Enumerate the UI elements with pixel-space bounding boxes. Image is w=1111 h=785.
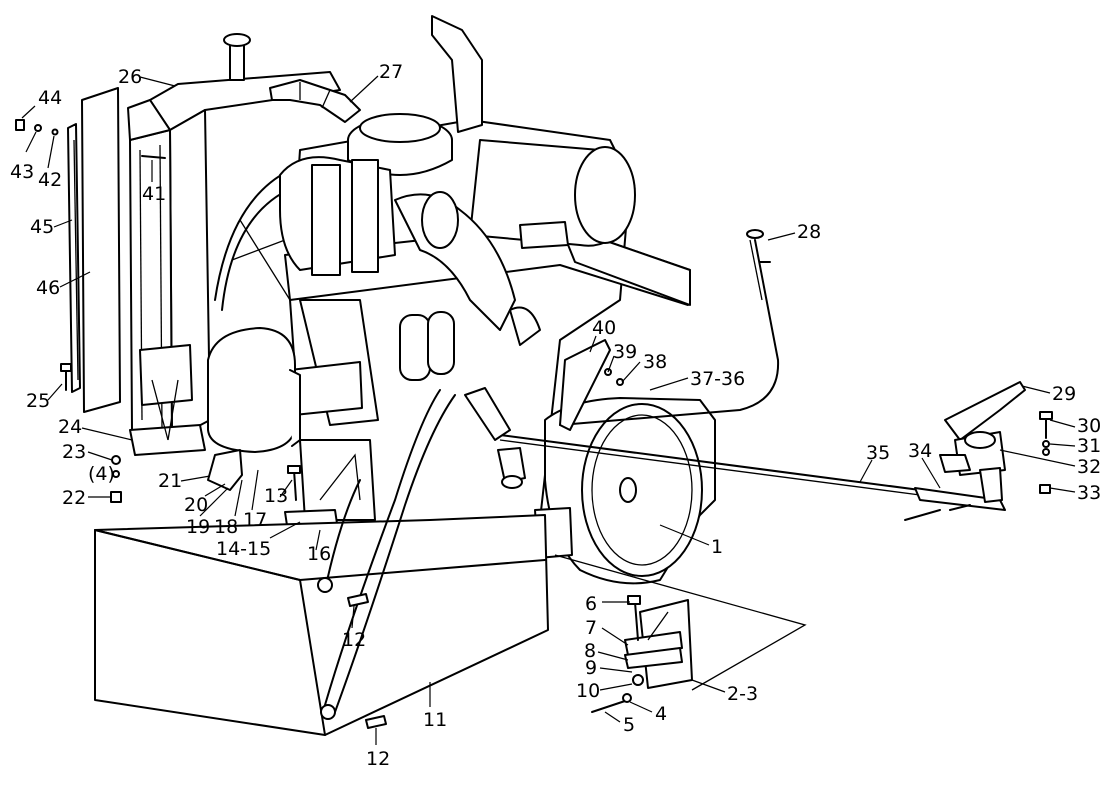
label-13: 13 xyxy=(264,485,288,507)
label-1: 1 xyxy=(711,536,723,558)
label-23: 23 xyxy=(62,441,86,463)
label-16: 16 xyxy=(307,543,331,565)
label-26: 26 xyxy=(118,66,142,88)
label-10: 10 xyxy=(576,680,600,702)
label-5: 5 xyxy=(623,714,635,736)
fuel-tank xyxy=(94,514,549,736)
label-44: 44 xyxy=(38,87,62,109)
label-30: 30 xyxy=(1077,415,1101,437)
label-28: 28 xyxy=(797,221,821,243)
label-31: 31 xyxy=(1077,435,1101,457)
rear-engine-mount xyxy=(554,554,807,713)
radiator-side-panel xyxy=(67,87,121,413)
throttle-bracket xyxy=(464,339,611,489)
label-9: 9 xyxy=(585,657,597,679)
label-2-3: 2-3 xyxy=(727,683,758,705)
label-19: 19 xyxy=(186,516,210,538)
label-24: 24 xyxy=(58,416,82,438)
label-34: 34 xyxy=(908,440,932,462)
label-40: 40 xyxy=(592,317,616,339)
label-33: 33 xyxy=(1077,482,1101,504)
label-12-lower: 12 xyxy=(366,748,390,770)
oil-filter-housing xyxy=(207,327,301,491)
cooling-fan xyxy=(214,169,293,311)
label-4-paren: (4) xyxy=(88,463,115,485)
label-46: 46 xyxy=(36,277,60,299)
leader-lines xyxy=(21,75,1076,745)
label-7: 7 xyxy=(585,617,597,639)
label-14-15: 14-15 xyxy=(216,538,271,560)
label-32: 32 xyxy=(1077,456,1101,478)
flywheel-housing xyxy=(534,397,716,585)
manifold-parts xyxy=(289,221,569,426)
label-21: 21 xyxy=(158,470,182,492)
label-12-upper: 12 xyxy=(342,629,366,651)
fasteners xyxy=(15,119,1053,729)
throttle-cable xyxy=(559,229,780,426)
label-17: 17 xyxy=(243,509,267,531)
label-18: 18 xyxy=(214,516,238,538)
pedal-assembly xyxy=(904,381,1026,521)
part-labels: 1 2-3 4 (4) 5 6 7 8 9 10 11 12 12 13 14-… xyxy=(10,61,1101,770)
label-11: 11 xyxy=(423,709,447,731)
label-42: 42 xyxy=(38,169,62,191)
upper-hose xyxy=(269,79,361,123)
control-rod xyxy=(499,434,921,496)
label-6: 6 xyxy=(585,593,597,615)
engine-mount-bracket-front xyxy=(284,439,376,533)
label-41: 41 xyxy=(142,183,166,205)
label-22: 22 xyxy=(62,487,86,509)
label-39: 39 xyxy=(613,341,637,363)
label-45: 45 xyxy=(30,216,54,238)
label-8: 8 xyxy=(584,640,596,662)
label-25: 25 xyxy=(26,390,50,412)
label-29: 29 xyxy=(1052,383,1076,405)
label-27: 27 xyxy=(379,61,403,83)
label-35: 35 xyxy=(866,442,890,464)
label-37-36: 37-36 xyxy=(690,368,745,390)
label-20: 20 xyxy=(184,494,208,516)
label-43: 43 xyxy=(10,161,34,183)
label-38: 38 xyxy=(643,351,667,373)
label-4: 4 xyxy=(655,703,667,725)
fuel-lines xyxy=(317,389,456,720)
air-cleaner xyxy=(279,113,516,331)
